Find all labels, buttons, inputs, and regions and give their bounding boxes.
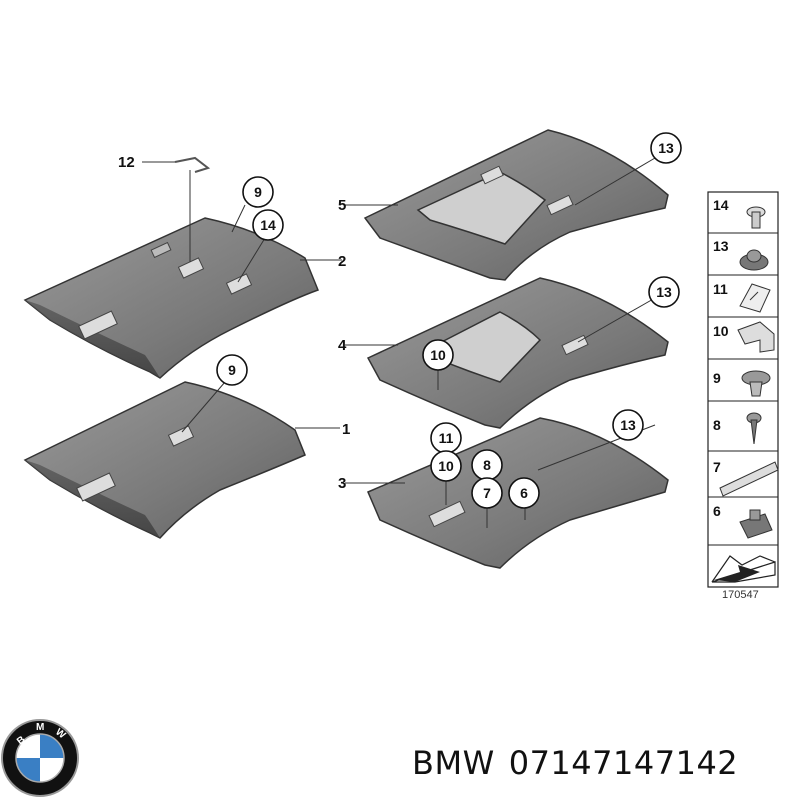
- headliner-3: [345, 417, 669, 569]
- callout-6-bottom-right: 6: [508, 477, 540, 509]
- part-label-8: 8: [713, 417, 721, 433]
- spring-clip-icon: [739, 283, 771, 313]
- clip-nut-icon: [739, 249, 769, 271]
- svg-text:7: 7: [483, 485, 491, 501]
- part-number: 07147147142: [508, 744, 739, 782]
- callout-9-top-left: 9: [242, 176, 274, 208]
- svg-text:13: 13: [658, 140, 674, 156]
- bmw-logo: B M W: [1, 719, 79, 797]
- callout-13-middle-right: 13: [648, 276, 680, 308]
- trim-strip-icon: [719, 461, 779, 497]
- part-label-7: 7: [713, 459, 721, 475]
- push-rivet-icon: [746, 206, 766, 229]
- callout-13-top-right: 13: [650, 132, 682, 164]
- diagram-number: 170547: [722, 589, 759, 601]
- callout-10-middle-right: 10: [422, 339, 454, 371]
- part-label-14: 14: [713, 197, 729, 213]
- part-label-10: 10: [713, 323, 729, 339]
- callout-11-bottom-right: 11: [430, 422, 462, 454]
- assembly-label-1: 1: [342, 421, 350, 438]
- callout-14-top-left: 14: [252, 209, 284, 241]
- assembly-label-2: 2: [338, 253, 346, 270]
- svg-text:13: 13: [656, 284, 672, 300]
- svg-text:9: 9: [228, 362, 236, 378]
- headliner-5: [345, 129, 669, 281]
- part-label-9: 9: [713, 370, 721, 386]
- svg-text:6: 6: [520, 485, 528, 501]
- part-label-13: 13: [713, 238, 729, 254]
- part-caption: BMW 07147147142: [412, 738, 792, 788]
- svg-text:14: 14: [260, 217, 276, 233]
- callout-8-bottom-right: 8: [471, 449, 503, 481]
- callout-13-bottom-right: 13: [612, 409, 644, 441]
- svg-text:10: 10: [430, 347, 446, 363]
- svg-text:9: 9: [254, 184, 262, 200]
- bracket-icon: [737, 321, 775, 353]
- svg-text:8: 8: [483, 457, 491, 473]
- assembly-label-3: 3: [338, 475, 346, 492]
- direction-arrow-icon: [711, 555, 776, 583]
- headliner-4: [345, 277, 669, 429]
- svg-text:13: 13: [620, 417, 636, 433]
- callout-10-bottom-right: 10: [430, 450, 462, 482]
- part-label-6: 6: [713, 503, 721, 519]
- assembly-label-5: 5: [338, 197, 346, 214]
- svg-text:10: 10: [438, 458, 454, 474]
- svg-text:M: M: [36, 722, 44, 733]
- callout-9-middle-left: 9: [216, 354, 248, 386]
- callout-7-bottom-right: 7: [471, 477, 503, 509]
- part-label-11: 11: [713, 281, 728, 297]
- callout-label-12: 12: [118, 154, 135, 171]
- assembly-label-4: 4: [338, 337, 347, 354]
- expansion-rivet-icon: [741, 370, 771, 397]
- headliner-2: [23, 156, 342, 379]
- svg-text:11: 11: [439, 430, 454, 446]
- retainer-icon: [739, 509, 773, 539]
- screw-icon: [746, 412, 762, 445]
- brand-name: BMW: [412, 744, 495, 782]
- headliner-1: [23, 381, 340, 539]
- parts-list: 14 13 11 10 9 8 7 6: [707, 191, 779, 588]
